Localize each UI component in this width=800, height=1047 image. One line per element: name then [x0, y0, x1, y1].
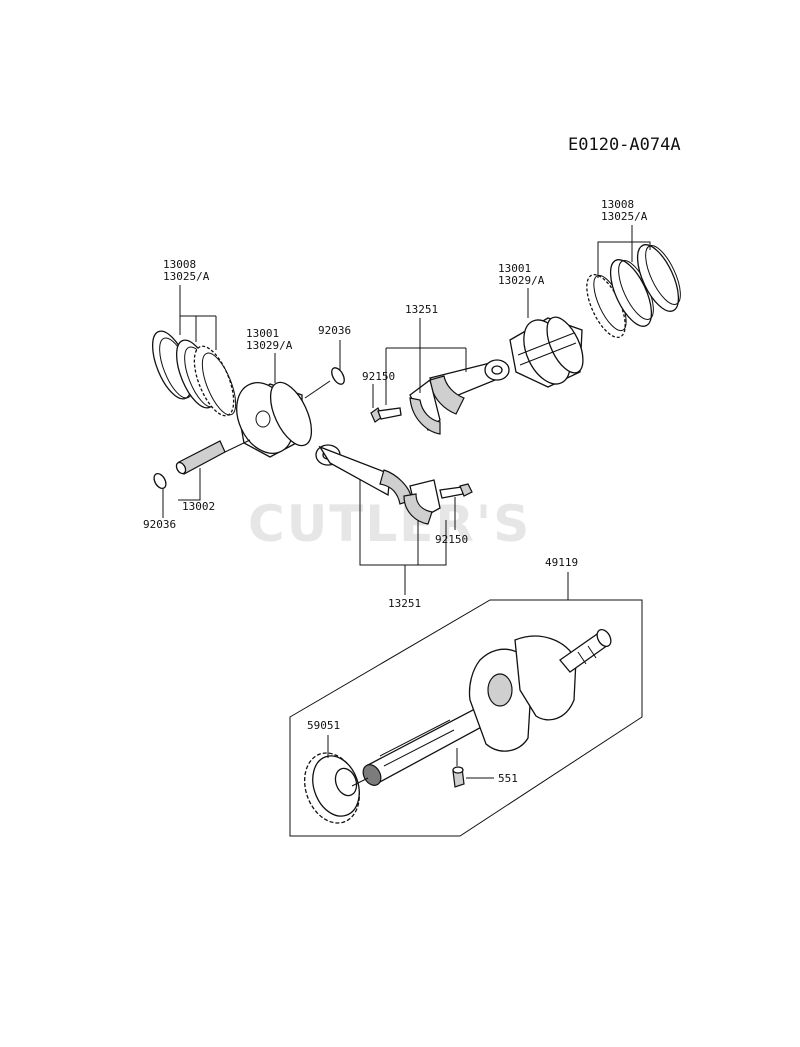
label-gear: 59051	[307, 719, 340, 732]
bolt-top[interactable]	[370, 407, 402, 423]
crankshaft-group-outline	[289, 599, 643, 837]
label-piston-left-2: 13029/A	[246, 339, 293, 352]
circlip-right[interactable]	[329, 366, 347, 387]
woodruff-key[interactable]	[452, 766, 465, 788]
label-piston-right-1: 13001	[498, 262, 531, 275]
connecting-rod-top[interactable]	[409, 359, 510, 435]
bolt-bottom[interactable]	[439, 483, 473, 499]
label-key: 551	[498, 772, 518, 785]
piston-right[interactable]	[509, 312, 590, 391]
label-rod-top: 13251	[405, 303, 438, 316]
leader-rod-top	[385, 318, 467, 405]
crankshaft[interactable]	[360, 627, 614, 788]
label-bolt-bottom: 92150	[435, 533, 468, 546]
label-rod-bottom: 13251	[388, 597, 421, 610]
label-rings-right-2: 13025/A	[601, 210, 648, 223]
leader-pin	[178, 468, 201, 501]
label-pin: 13002	[182, 500, 215, 513]
label-bolt-top: 92150	[362, 370, 395, 383]
axis-line-pin	[304, 380, 331, 399]
label-clip-left: 92036	[143, 518, 176, 531]
label-piston-left-1: 13001	[246, 327, 279, 340]
piston-rings-right[interactable]	[579, 239, 687, 343]
label-rings-left-2: 13025/A	[163, 270, 210, 283]
piston-rings-left[interactable]	[145, 326, 243, 421]
axis-line-gear	[351, 777, 369, 787]
piston-pin[interactable]	[175, 439, 251, 475]
label-piston-right-2: 13029/A	[498, 274, 545, 287]
label-rings-right-1: 13008	[601, 198, 634, 211]
leader-rings-right	[597, 225, 651, 278]
crankshaft-gear[interactable]	[295, 745, 368, 830]
label-rings-left-1: 13008	[163, 258, 196, 271]
watermark: CUTLER'S	[248, 495, 531, 553]
label-crankshaft: 49119	[545, 556, 578, 569]
connecting-rod-bottom[interactable]	[315, 444, 441, 525]
diagram-code: E0120-A074A	[568, 135, 681, 155]
circlip-left[interactable]	[152, 472, 169, 491]
label-clip-right: 92036	[318, 324, 351, 337]
piston-left[interactable]	[226, 373, 320, 462]
leader-rod-bottom	[359, 480, 447, 595]
leader-rings-left	[179, 285, 217, 350]
